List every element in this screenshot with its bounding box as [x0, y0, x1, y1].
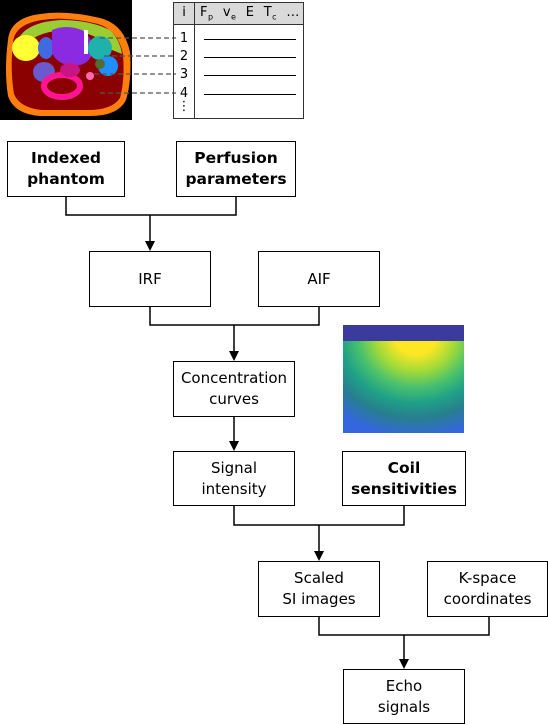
- arrowheads: [145, 241, 409, 669]
- node-irf: IRF: [89, 251, 211, 307]
- node-concentration-curves: Concentration curves: [173, 361, 295, 417]
- node-perfusion-parameters: Perfusion parameters: [176, 141, 296, 197]
- header-param-e: E: [245, 5, 255, 20]
- table-row-index-3: 3: [179, 67, 189, 82]
- header-param-tc: Tc: [263, 5, 278, 22]
- node-indexed-phantom: Indexed phantom: [7, 141, 125, 197]
- perfusion-parameter-table: i Fp ve E Tc … 1 2 3 4 ⋮: [173, 2, 304, 119]
- table-row-index-1: 1: [179, 31, 189, 46]
- index-leader-lines: [94, 37, 176, 94]
- node-echo-signals: Echo signals: [343, 669, 465, 724]
- header-index: i: [182, 5, 186, 20]
- flow-connectors: [65, 196, 490, 661]
- indexed-phantom-image: [0, 0, 132, 120]
- table-row-index-2: 2: [179, 49, 189, 64]
- node-aif: AIF: [258, 251, 380, 307]
- table-row-line-1: [204, 39, 296, 40]
- node-coil-sensitivities: Coil sensitivities: [342, 451, 466, 506]
- table-header: [174, 3, 303, 25]
- table-row-line-2: [204, 57, 296, 58]
- node-signal-intensity: Signal intensity: [173, 451, 295, 506]
- arrowhead-to-irf: [145, 241, 155, 251]
- arrowhead-to-scaled: [314, 551, 324, 561]
- header-param-more: …: [286, 5, 300, 20]
- coil-sensitivity-map-image: [343, 325, 464, 433]
- header-parameters: Fp ve E Tc …: [200, 5, 300, 22]
- table-row-line-3: [204, 75, 296, 76]
- table-row-line-4: [204, 94, 296, 95]
- node-scaled-si-images: Scaled SI images: [258, 561, 380, 617]
- arrowhead-to-concentration: [229, 351, 239, 361]
- index-column: [174, 3, 195, 118]
- arrowhead-to-signal: [229, 441, 239, 451]
- node-kspace-coordinates: K-space coordinates: [427, 561, 548, 617]
- table-row-index-4: 4: [179, 86, 189, 101]
- header-param-ve: ve: [222, 5, 237, 22]
- arrowhead-to-echo: [399, 659, 409, 669]
- header-param-fp: Fp: [200, 5, 214, 22]
- table-row-index-more: ⋮: [177, 99, 191, 114]
